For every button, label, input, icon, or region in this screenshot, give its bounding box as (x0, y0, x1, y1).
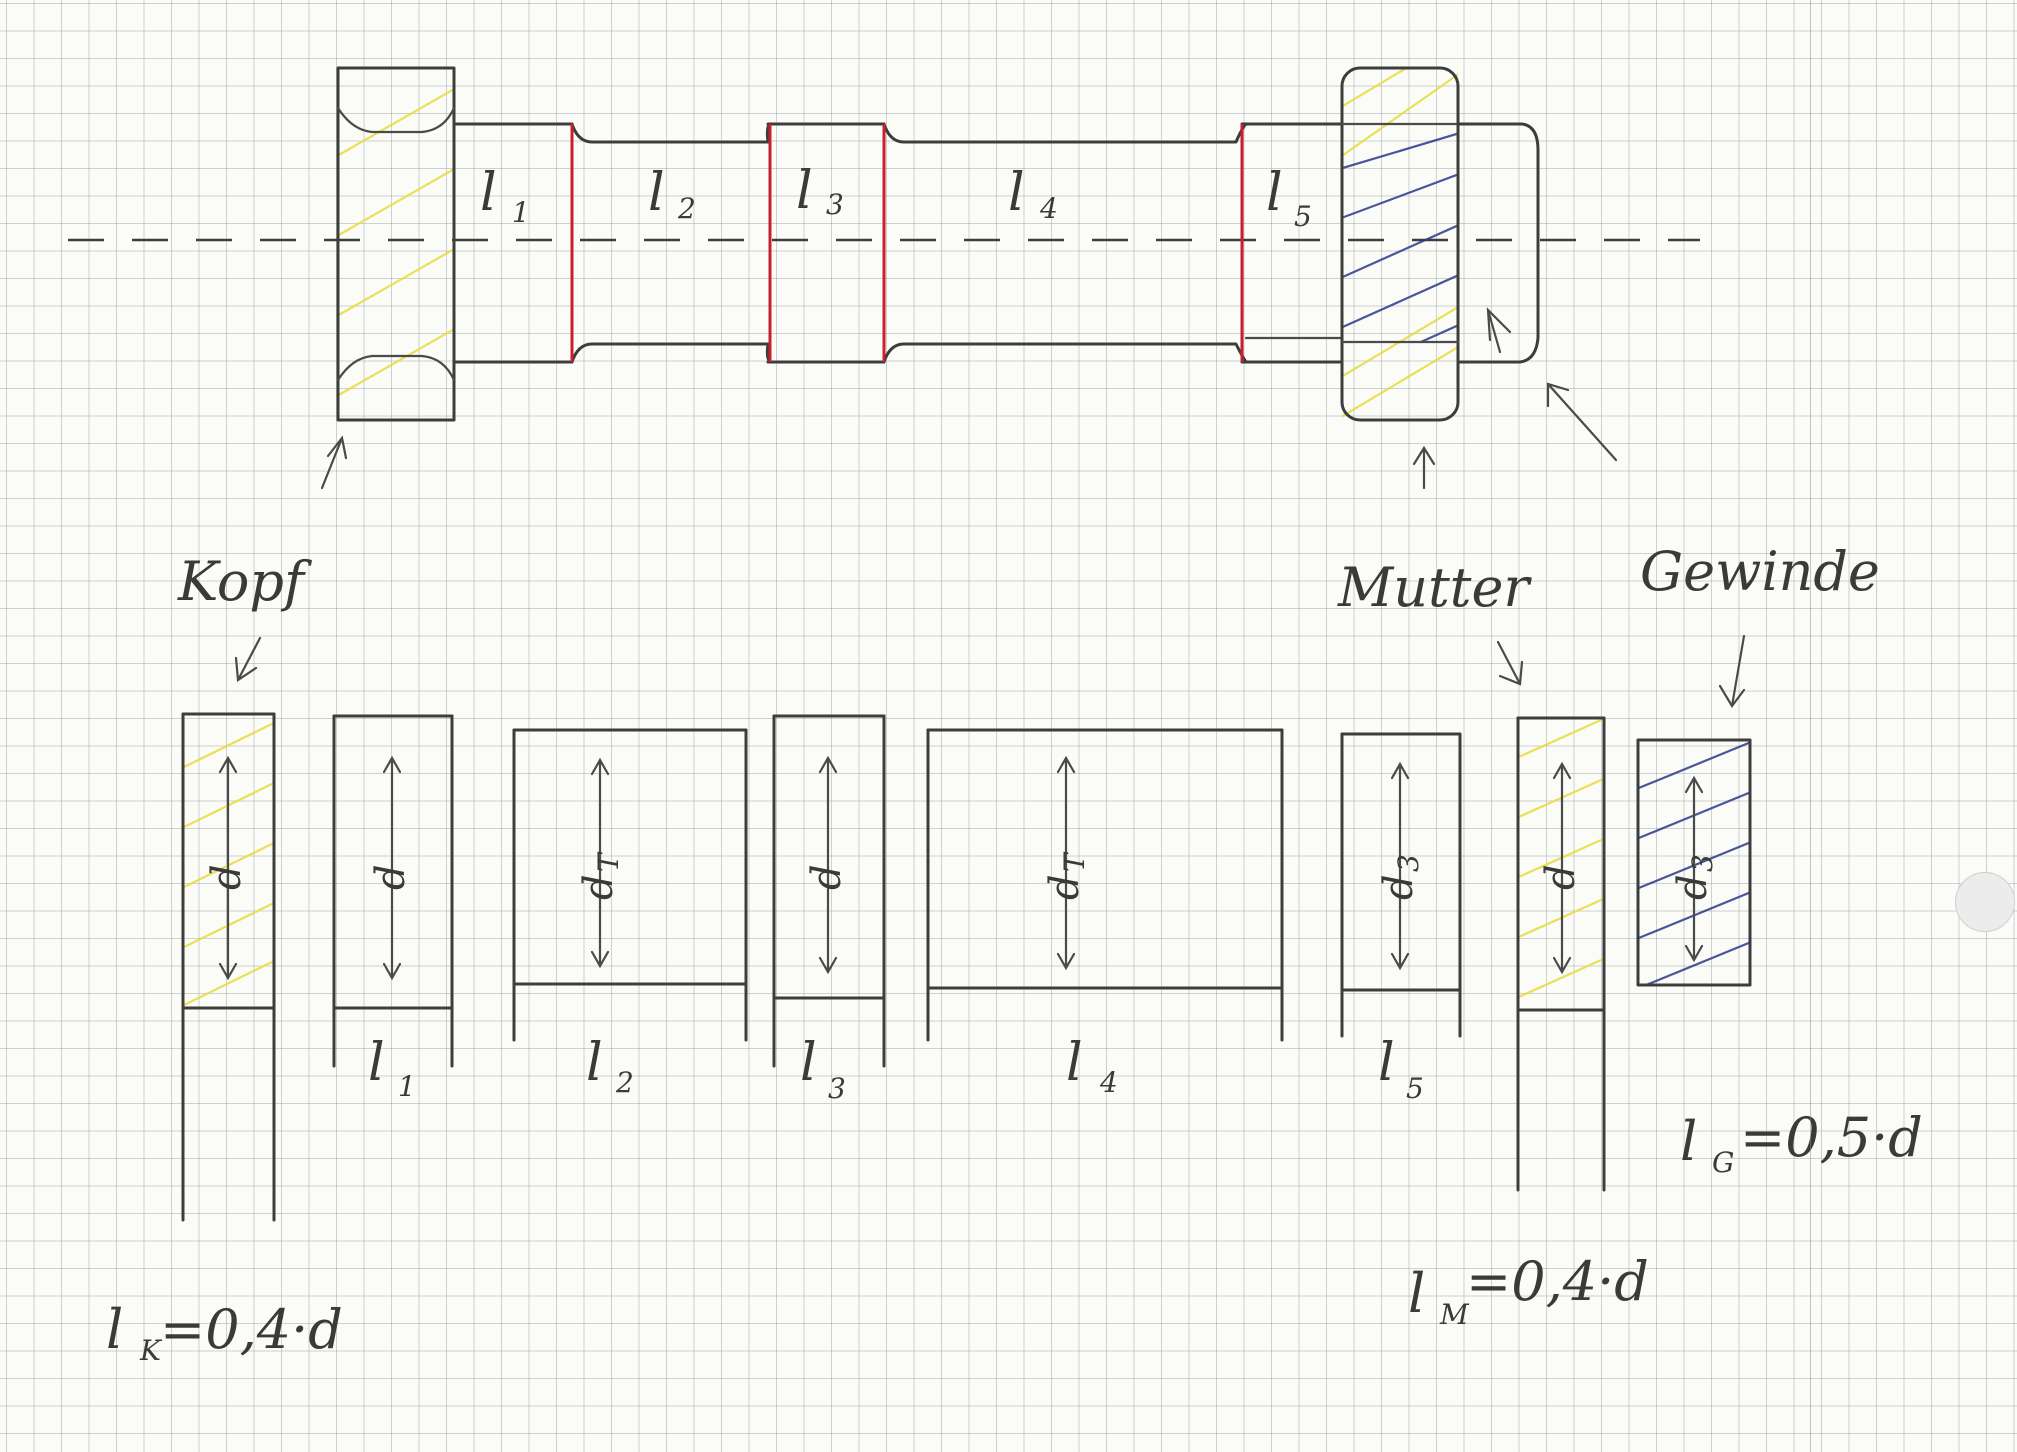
top-l2-letter: l (648, 163, 665, 223)
formula-lg-rhs: =0,5·d (1740, 1106, 1923, 1169)
top-l1-letter: l (480, 163, 497, 223)
label-gewinde: Gewinde (1640, 540, 1880, 603)
bolt-head (336, 66, 456, 422)
formula-lm-sub: M (1439, 1298, 1470, 1331)
formula-lk-letter: l (106, 1298, 123, 1361)
formula-lm: l M =0,4·d (1408, 1250, 1649, 1331)
bot-l4-sub: 4 (1099, 1066, 1118, 1099)
piece-l5 (1340, 732, 1462, 1038)
bot-l1-letter: l (368, 1033, 385, 1093)
formula-lk-sub: K (139, 1334, 163, 1367)
top-l2-sub: 2 (677, 192, 696, 225)
dia-s5: d (1376, 874, 1422, 900)
thread-end (1456, 122, 1540, 364)
formula-lm-rhs: =0,4·d (1466, 1250, 1649, 1313)
formula-lk-rhs: =0,4·d (160, 1298, 343, 1361)
segment-labels-bottom: l 1 l 2 l 3 l 4 l 5 (368, 1033, 1424, 1105)
label-kopf: Kopf (177, 550, 312, 613)
diameter-labels: d d d T d d T d 3 d d 3 (204, 851, 1719, 900)
pointer-arrows (320, 307, 1618, 490)
dia-s2: d (576, 874, 622, 900)
segment-labels-top: l 1 l 2 l 3 l 4 l 5 (480, 161, 1312, 233)
dia-kopf: d (204, 864, 250, 890)
bot-l3-sub: 3 (828, 1072, 846, 1105)
shank (452, 122, 1344, 364)
label-mutter: Mutter (1337, 556, 1532, 619)
bot-l4-letter: l (1066, 1033, 1083, 1093)
dia-s5-sub: 3 (1392, 854, 1425, 872)
top-l5-sub: 5 (1294, 200, 1312, 233)
top-l5-letter: l (1266, 163, 1283, 223)
top-l1-sub: 1 (512, 196, 530, 229)
bot-l5-letter: l (1378, 1033, 1395, 1093)
formula-lg: l G =0,5·d (1680, 1106, 1923, 1179)
dia-gewinde: d (1670, 874, 1716, 900)
dia-s4-sub: T (1058, 851, 1091, 872)
dia-gewinde-sub: 3 (1686, 854, 1719, 872)
formula-lg-sub: G (1712, 1146, 1734, 1179)
top-l3-sub: 3 (826, 188, 844, 221)
piece-l2 (512, 728, 748, 1042)
top-l3-letter: l (796, 161, 813, 221)
dia-s1: d (368, 864, 414, 890)
formula-lg-letter: l (1680, 1110, 1697, 1173)
punch-hole (1955, 872, 2015, 932)
bot-l2-sub: 2 (615, 1066, 634, 1099)
bot-l2-letter: l (586, 1033, 603, 1093)
nut (1340, 66, 1460, 422)
label-pointer-arrows (234, 634, 1746, 708)
dia-s4: d (1042, 874, 1088, 900)
formula-lk: l K =0,4·d (106, 1298, 343, 1367)
bot-l5-sub: 5 (1406, 1072, 1424, 1105)
piece-kopf (181, 712, 276, 1222)
formula-lm-letter: l (1408, 1262, 1425, 1325)
diameter-arrows (218, 755, 1704, 981)
top-l4-letter: l (1008, 163, 1025, 223)
bot-l1-sub: 1 (398, 1070, 416, 1103)
top-l4-sub: 4 (1039, 192, 1058, 225)
piece-l4 (926, 728, 1284, 1042)
piece-l1 (332, 714, 454, 1068)
dia-mutter: d (1538, 864, 1584, 890)
dia-s2-sub: T (592, 851, 625, 872)
bot-l3-letter: l (800, 1033, 817, 1093)
piece-l3 (772, 714, 886, 1068)
dia-s3: d (804, 864, 850, 890)
